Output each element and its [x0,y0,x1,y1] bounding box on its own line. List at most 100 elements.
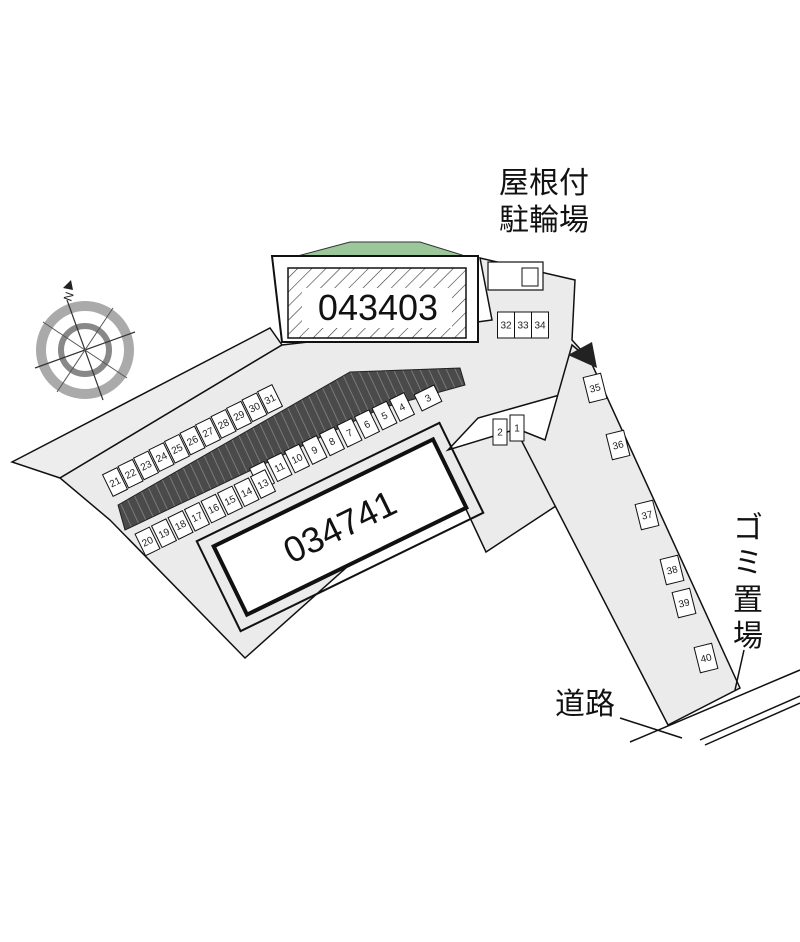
parking-space-box [301,435,328,465]
parking-space-number: 17 [190,510,205,525]
parking-space-number: 2 [497,428,503,439]
parking-space-number: 33 [517,321,529,332]
parking-space-box [241,392,268,423]
garbage-label-line2: ミ [733,546,763,581]
bike-parking-label-line2: 駐輪場 [499,203,589,238]
parking-space-19: 19 [150,518,178,549]
parking-space-number: 5 [380,410,390,423]
parking-space-number: 20 [141,535,156,550]
parking-space-4: 4 [388,392,416,422]
parking-space-number: 6 [363,419,373,432]
parking-space-number: 16 [207,502,222,517]
parking-space-box [659,554,685,586]
parking-space-32: 32 [497,311,515,339]
parking-space-number: 37 [641,509,655,522]
covered-bike-parking [487,261,544,291]
parking-space-number: 15 [223,494,238,509]
parking-space-number: 19 [157,527,172,542]
parking-space-5: 5 [371,400,398,431]
parking-space-box [336,417,363,448]
parking-space-number: 18 [174,518,189,533]
parking-space-16: 16 [200,493,227,524]
parking-space-number: 4 [398,402,408,415]
road-leader-line [619,717,683,739]
parking-space-10: 10 [283,443,311,474]
parking-space-number: 27 [201,426,216,441]
parking-space-14: 14 [233,477,260,508]
parking-space-box [693,642,719,674]
parking-space-number: 36 [612,439,626,452]
compass-icon: N [34,280,136,401]
parking-space-box [117,458,144,489]
parking-space-box [634,499,660,531]
parking-space-box [200,493,227,524]
parking-space-7: 7 [336,417,363,448]
parking-space-number: 26 [186,434,201,449]
lot-surface [10,257,741,727]
parking-space-number: 30 [248,401,263,416]
parking-space-box [179,425,206,456]
compass-north-mark: N [61,290,77,303]
parking-space-28: 28 [210,408,237,439]
parking-space-box [582,372,608,404]
parking-space-number: 38 [666,564,680,577]
parking-space-box [371,400,398,431]
parking-space-35: 35 [582,372,608,404]
parking-space-number: 39 [678,597,692,610]
parking-space-27: 27 [194,417,222,448]
parking-space-26: 26 [179,425,206,456]
parking-space-number: 25 [170,442,185,457]
parking-space-18: 18 [167,510,194,540]
garbage-label-line1: ゴ [733,511,763,546]
parking-space-31: 31 [256,384,284,414]
parking-space-3: 3 [413,384,443,412]
parking-space-38: 38 [659,554,685,586]
parking-space-box [216,485,244,516]
parking-space-15: 15 [216,485,244,516]
parking-space-box [167,510,194,540]
parking-space-36: 36 [605,429,631,461]
parking-space-box [256,384,284,414]
parking-space-number: 1 [514,424,520,435]
parking-space-box [492,418,508,446]
parking-space-11: 11 [266,452,293,483]
parking-space-box [233,477,260,508]
parking-space-box [413,384,443,412]
parking-space-29: 29 [225,400,253,431]
parking-space-number: 21 [108,475,123,490]
parking-space-number: 32 [500,321,512,332]
parking-space-box [249,469,277,499]
parking-space-number: 40 [700,652,714,665]
parking-space-40: 40 [693,642,719,674]
parking-space-33: 33 [514,311,532,339]
garbage-label-line3: 置 [733,583,763,618]
parking-space-number: 10 [290,452,305,467]
bike-parking-label-line1: 屋根付 [499,166,589,201]
parking-space-34: 34 [531,311,549,339]
parking-space-box [183,501,211,532]
parking-space-20: 20 [134,526,161,557]
parking-space-24: 24 [148,442,175,473]
garbage-area [568,342,597,368]
parking-space-37: 37 [634,499,660,531]
parking-space-box [210,408,237,439]
parking-space-13: 13 [249,469,277,499]
parking-space-number: 8 [328,436,338,449]
garbage-leader-line [734,649,745,691]
parking-space-9: 9 [301,435,328,465]
parking-space-number: 22 [124,467,139,482]
parking-space-39: 39 [671,587,697,619]
parking-space-21: 21 [101,467,129,497]
parking-spaces: 1234567891011121314151617181920212223242… [101,311,719,674]
parking-space-box [101,467,129,497]
parking-space-box [605,429,631,461]
parking-space-box [132,450,160,481]
road-label: 道路 [555,687,615,722]
parking-space-box [148,442,175,473]
parking-space-box [509,414,525,442]
parking-space-box [225,400,253,431]
parking-space-number: 28 [217,417,232,432]
parking-space-box [163,433,191,464]
parking-space-25: 25 [163,433,191,464]
